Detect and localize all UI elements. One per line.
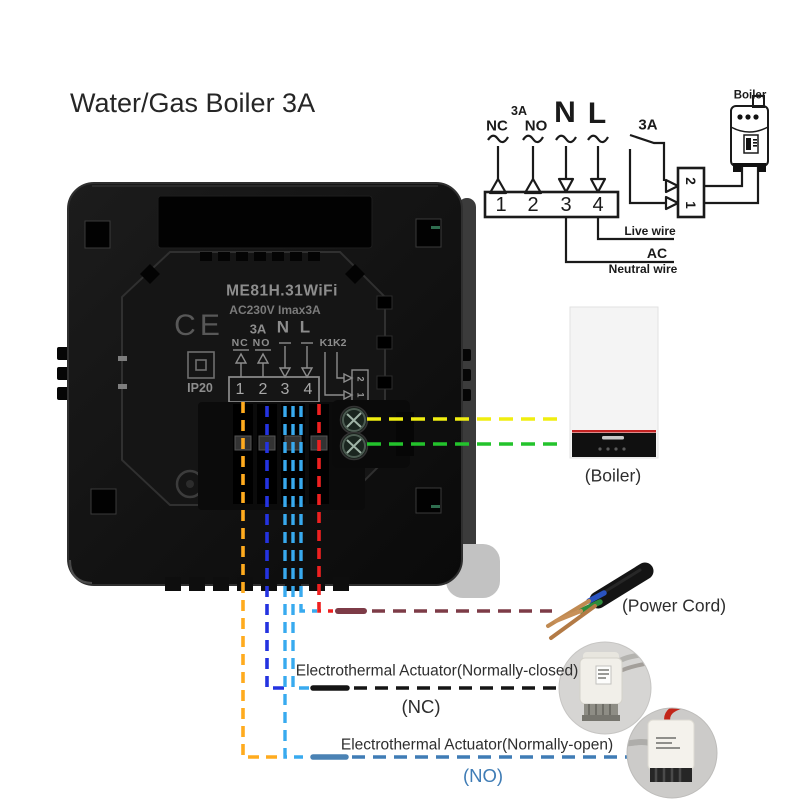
schematic-relay-box	[676, 166, 706, 219]
schematic-terminal-2: 2	[527, 194, 539, 216]
power-cord-photo	[546, 562, 654, 640]
schematic-terminal-3: 3	[560, 194, 572, 216]
actuator-no-photo	[626, 707, 718, 799]
actuator-no-tag: (NO)	[462, 764, 504, 786]
arrow-right-relay2	[664, 178, 680, 194]
wire-nc-terminal1	[241, 402, 281, 759]
actuator-no-title: Electrothermal Actuator(Normally-open)	[340, 736, 614, 754]
thermostat-ncno-label: NC NO	[231, 336, 271, 349]
tilde-nc	[487, 134, 509, 144]
ac-label: AC	[646, 245, 668, 261]
ip20-symbol	[187, 351, 215, 379]
thermostat-terminal-4: 4	[303, 381, 313, 398]
wire-no-terminal2	[265, 406, 287, 690]
arrow-down-terminal4	[589, 177, 607, 194]
thermostat-photo	[57, 182, 500, 598]
wire-neutral-b	[291, 406, 309, 690]
thermostat-nl-label: N L	[276, 317, 314, 337]
plate-top-recess	[157, 195, 373, 249]
plate-bottom-teeth	[165, 577, 349, 591]
schematic-relay-2: 2	[682, 177, 698, 185]
switch-left-lead	[628, 149, 665, 205]
wire-live-terminal4	[317, 404, 333, 613]
live-wire-line	[596, 217, 674, 241]
schematic-terminal-4: 4	[592, 194, 604, 216]
ce-mark: CE	[174, 309, 224, 342]
schematic-terminal-block	[483, 190, 620, 219]
thermostat-terminal-2: 2	[258, 381, 268, 398]
thermostat-terminal-3: 3	[280, 381, 290, 398]
thermostat-terminal-1: 1	[235, 381, 245, 398]
schematic-label-n: N	[554, 96, 576, 129]
neutral-wire-label: Neutral wire	[608, 262, 678, 276]
arrow-right-relay1	[664, 195, 680, 211]
schematic-line-art	[483, 95, 769, 264]
boiler-caption: (Boiler)	[584, 465, 642, 486]
power-cord-caption: (Power Cord)	[621, 595, 727, 616]
k1k2-screws	[332, 400, 414, 468]
page-title: Water/Gas Boiler 3A	[70, 88, 316, 118]
thermostat-k1k2-label: K1K2	[319, 336, 347, 349]
boiler-icon	[730, 95, 769, 172]
boiler-photo	[569, 306, 659, 459]
thermostat-amp-label: 3A	[249, 321, 267, 337]
schematic-switch-label: 3A	[638, 116, 658, 134]
arrow-down-terminal3	[557, 177, 575, 194]
schematic-boiler-label: Boiler	[733, 89, 767, 102]
tilde-n	[555, 134, 577, 144]
actuator-nc-tag: (NC)	[401, 695, 441, 717]
thermostat-relay-1: 1	[355, 392, 366, 398]
wire-neutral-a	[283, 406, 303, 759]
thermostat-relay-2: 2	[355, 376, 366, 382]
actuator-nc-photo	[558, 641, 652, 735]
schematic-terminal-1: 1	[495, 194, 507, 216]
wire-neutral-c	[299, 406, 317, 613]
schematic-label-l: L	[587, 97, 607, 130]
thermostat-rating: AC230V Imax3A	[229, 303, 321, 317]
schematic-relay-1: 1	[682, 201, 698, 209]
thermostat-model: ME81H.31WiFi	[226, 282, 338, 300]
ip20-label: IP20	[187, 380, 213, 395]
actuator-nc-title: Electrothermal Actuator(Normally-closed)	[295, 662, 579, 680]
tilde-l	[587, 134, 609, 144]
tilde-no	[522, 134, 544, 144]
wire-runs	[241, 402, 636, 760]
switch-blade	[629, 133, 666, 181]
schematic-label-nc: NC	[486, 117, 508, 135]
corner-clips	[84, 218, 442, 515]
schematic-label-no: NO	[524, 117, 548, 135]
live-wire-label: Live wire	[624, 224, 676, 238]
neutral-wire-line	[564, 217, 674, 264]
schematic-label-fuse: 3A	[511, 103, 527, 118]
